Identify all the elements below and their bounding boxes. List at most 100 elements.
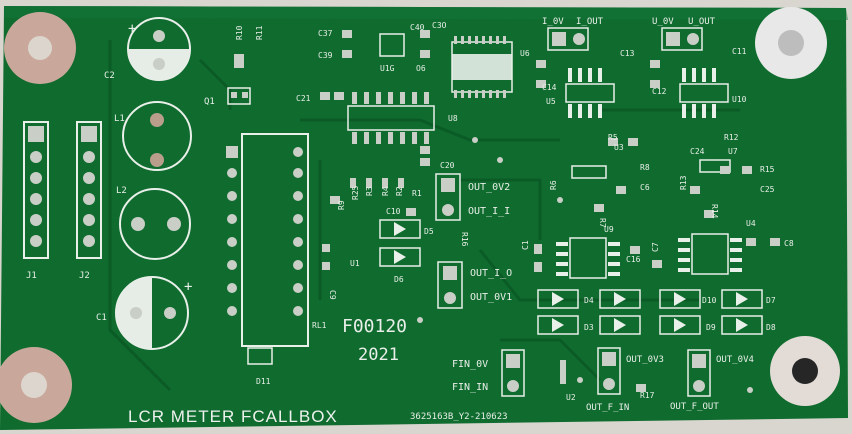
ref-r6: R6 bbox=[549, 180, 558, 190]
ref-c13: C13 bbox=[620, 49, 635, 58]
ref-d9: D9 bbox=[706, 323, 716, 332]
ref-r13: R13 bbox=[679, 175, 688, 190]
label-i-out: I_OUT bbox=[576, 17, 604, 27]
ref-c2: C2 bbox=[104, 71, 115, 81]
label-i-0v: I_0V bbox=[542, 17, 564, 27]
ref-c24: C24 bbox=[690, 147, 705, 156]
ref-q1: Q1 bbox=[204, 97, 215, 107]
ref-l2: L2 bbox=[116, 186, 127, 196]
svg-text:+: + bbox=[128, 21, 136, 37]
ref-c25: C25 bbox=[760, 185, 775, 194]
label-out-0v1: OUT_0V1 bbox=[470, 292, 512, 303]
ref-r12: R12 bbox=[724, 133, 739, 142]
label-out-0v3: OUT_0V3 bbox=[626, 355, 664, 365]
ref-r25: R25 bbox=[351, 185, 360, 200]
ref-u7: U7 bbox=[728, 147, 738, 156]
relay-rl1-footprint bbox=[226, 133, 309, 347]
ref-c10: C10 bbox=[386, 207, 401, 216]
ref-r14: R14 bbox=[710, 204, 719, 219]
ic-footprint-icon bbox=[678, 233, 742, 275]
ref-u3: U3 bbox=[614, 143, 624, 152]
ref-u2: U2 bbox=[566, 393, 576, 402]
ref-r16: R16 bbox=[460, 232, 469, 247]
label-out-0v4: OUT_0V4 bbox=[716, 355, 754, 365]
inductor-icon bbox=[122, 101, 192, 171]
ref-r7: R7 bbox=[598, 218, 607, 228]
ref-c39: C39 bbox=[318, 51, 333, 60]
ref-l1: L1 bbox=[114, 114, 125, 124]
ref-c6: C6 bbox=[640, 183, 650, 192]
year-label: 2021 bbox=[358, 345, 399, 365]
ref-c40: C40 bbox=[410, 23, 425, 32]
ref-r11: R11 bbox=[255, 25, 264, 40]
ic-footprint-icon bbox=[556, 237, 620, 279]
ref-j2: J2 bbox=[79, 271, 90, 281]
board-title: LCR METER FCALLBOX bbox=[128, 407, 338, 426]
connector-j1 bbox=[23, 121, 49, 259]
ref-r8: R8 bbox=[640, 163, 650, 172]
ref-c9: C9 bbox=[328, 290, 337, 300]
label-out-i-o: OUT_I_O bbox=[470, 268, 512, 279]
label-out-i-i: OUT_I_I bbox=[468, 206, 510, 217]
ref-c8: C8 bbox=[784, 239, 794, 248]
ic-footprint-icon bbox=[451, 36, 513, 98]
ref-r4: R4 bbox=[381, 186, 390, 196]
ref-d3: D3 bbox=[584, 323, 594, 332]
ref-u6: U6 bbox=[520, 49, 530, 58]
ref-c20: C20 bbox=[440, 161, 455, 170]
ref-d7: D7 bbox=[766, 296, 776, 305]
ref-c37: C37 bbox=[318, 29, 333, 38]
ref-u9: U9 bbox=[604, 225, 614, 234]
electrolytic-capacitor-icon bbox=[127, 17, 191, 81]
ic-footprint-icon bbox=[347, 92, 435, 144]
ref-d8: D8 bbox=[766, 323, 776, 332]
label-out-f-in: OUT_F_IN bbox=[586, 403, 629, 413]
ref-j1: J1 bbox=[26, 271, 37, 281]
label-out-f-out: OUT_F_OUT bbox=[670, 402, 719, 412]
ref-r5: R5 bbox=[608, 133, 618, 142]
diode-icon bbox=[379, 219, 763, 335]
ref-r2: R2 bbox=[395, 186, 404, 196]
ref-c11: C11 bbox=[732, 47, 747, 56]
label-fin-in: FIN_IN bbox=[452, 382, 488, 393]
ref-c7: C7 bbox=[651, 242, 660, 252]
ref-u1: U1 bbox=[350, 259, 360, 268]
mounting-hole-icon bbox=[4, 12, 76, 84]
ref-r1: R1 bbox=[412, 189, 422, 198]
ref-u1g: U1G bbox=[380, 64, 395, 73]
pcb-board bbox=[0, 6, 848, 430]
ic-footprint-icon bbox=[565, 68, 615, 118]
ref-d6: D6 bbox=[394, 275, 404, 284]
ref-d11: D11 bbox=[256, 377, 271, 386]
ref-u8: U8 bbox=[448, 114, 458, 123]
svg-text:+: + bbox=[184, 279, 192, 295]
ref-c15: C1 bbox=[521, 240, 530, 250]
inductor-icon bbox=[119, 188, 191, 260]
mounting-hole-icon bbox=[755, 7, 827, 79]
ref-r10: R10 bbox=[235, 25, 244, 40]
lot-code: 3625163B_Y2-210623 bbox=[410, 412, 508, 422]
ref-d10: D10 bbox=[702, 296, 717, 305]
ref-c12: C12 bbox=[652, 87, 667, 96]
ref-rl1: RL1 bbox=[312, 321, 327, 330]
ref-o6: O6 bbox=[416, 64, 426, 73]
ref-c1: C1 bbox=[96, 313, 107, 323]
mounting-hole-icon bbox=[770, 336, 840, 406]
ref-r15: R15 bbox=[760, 165, 775, 174]
ref-c30: C3O bbox=[432, 21, 447, 30]
mounting-hole-icon bbox=[0, 347, 72, 423]
connector-j2 bbox=[76, 121, 102, 259]
ref-d5: D5 bbox=[424, 227, 434, 236]
part-number: F00120 bbox=[342, 316, 407, 337]
ref-u4: U4 bbox=[746, 219, 756, 228]
label-u-0v: U_0V bbox=[652, 17, 674, 27]
ref-d4: D4 bbox=[584, 296, 594, 305]
ref-c16: C16 bbox=[626, 255, 641, 264]
label-out-0v2: OUT_0V2 bbox=[468, 182, 510, 193]
ref-c21: C21 bbox=[296, 94, 311, 103]
ref-r9: R9 bbox=[337, 200, 346, 210]
ref-r3: R3 bbox=[365, 186, 374, 196]
label-u-out: U_OUT bbox=[688, 17, 716, 27]
ref-r17: R17 bbox=[640, 391, 655, 400]
